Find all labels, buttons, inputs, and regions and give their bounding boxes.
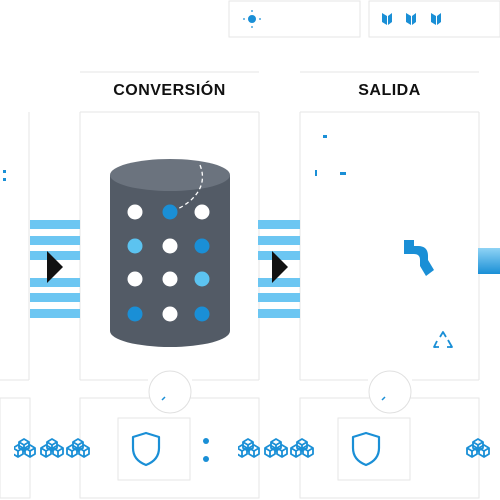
cube-icon: [290, 438, 314, 458]
top-bar-box-1: [228, 0, 361, 38]
cylinder-dot-white: [162, 238, 178, 254]
connector-circle-1: [148, 370, 192, 414]
light-icon: [243, 10, 261, 28]
conversion-heading: CONVERSIÓN: [113, 82, 226, 99]
cylinder-dot-dark: [127, 306, 143, 322]
cube-cluster-icon: [238, 438, 314, 458]
cylinder-dot-light: [194, 271, 210, 287]
top-bar-box-2: [368, 0, 500, 38]
shield-icon: [131, 431, 161, 467]
cylinder-dot-white: [194, 204, 210, 220]
output-heading: SALIDA: [358, 82, 421, 99]
cylinder-dot-white: [162, 271, 178, 287]
cube-icon: [238, 438, 260, 458]
cube-icon: [264, 438, 288, 458]
cube-icon: [40, 438, 64, 458]
status-dots: [203, 438, 209, 462]
cube-icon: [14, 438, 36, 458]
shield-icon: [351, 431, 381, 467]
cubes-icon: [382, 13, 441, 25]
cylinder-dot-white: [162, 306, 178, 322]
pipe-connector-icon: [404, 240, 434, 276]
cylinder-dot-dark: [162, 204, 178, 220]
cylinder-dot-light: [127, 238, 143, 254]
database-cylinder-icon: [110, 159, 230, 347]
recycle-icon: [433, 331, 453, 348]
connector-circle-2: [368, 370, 412, 414]
cube-icon: [466, 438, 490, 458]
flow-connector-2: [258, 220, 300, 318]
cylinder-dot-white: [127, 204, 143, 220]
input-panel-fragment: [3, 170, 6, 181]
output-panel-fragments: [315, 135, 346, 176]
cube-cluster-icon: [14, 438, 90, 458]
flow-connector-1: [30, 220, 80, 318]
cylinder-dot-dark: [194, 306, 210, 322]
cylinder-dot-white: [127, 271, 143, 287]
cube-icon: [66, 438, 90, 458]
flow-connector-3-fragment: [478, 248, 500, 274]
play-arrow-icon: [47, 251, 63, 283]
cylinder-dot-dark: [194, 238, 210, 254]
play-arrow-icon: [272, 251, 288, 283]
cube-cluster-icon: [466, 438, 490, 458]
dot-grid: [127, 204, 210, 322]
